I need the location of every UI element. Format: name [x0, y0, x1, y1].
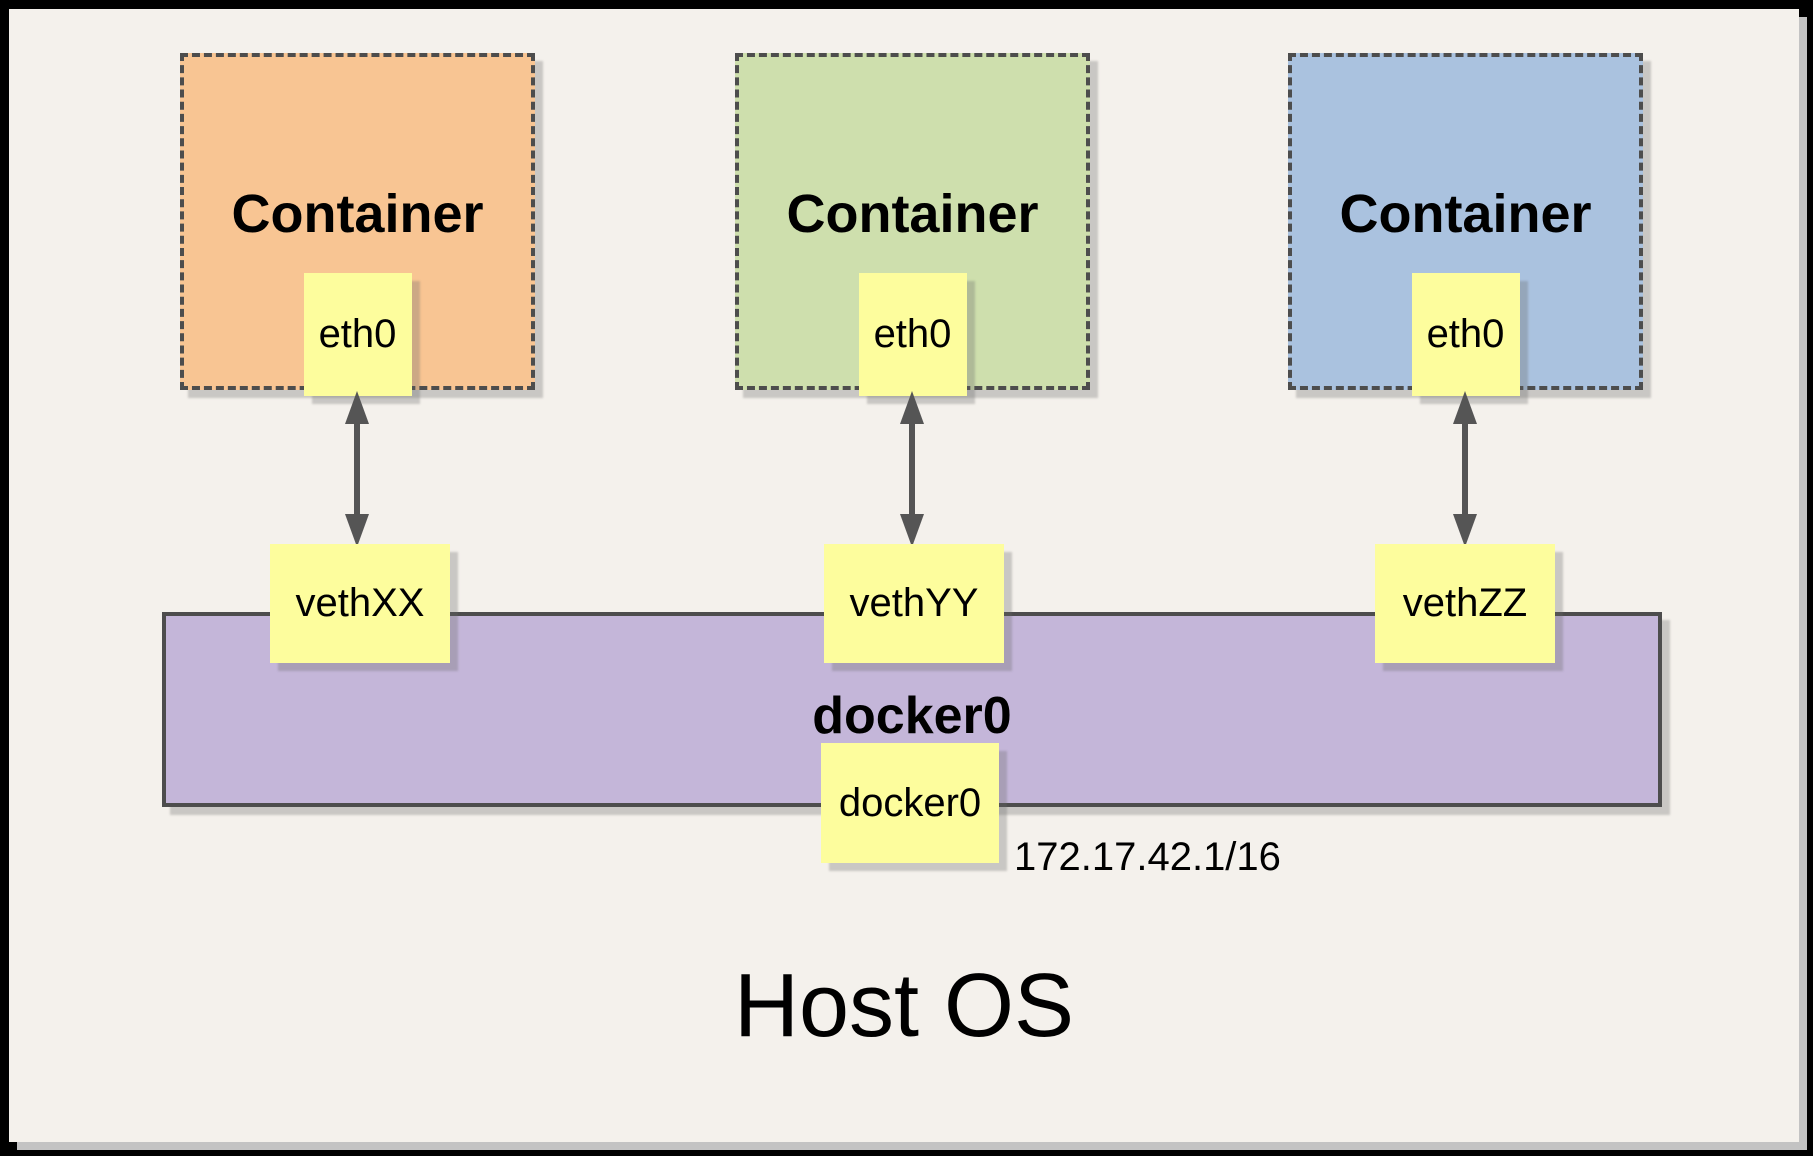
docker0-interface-label: docker0	[838, 780, 982, 825]
eth0-box-3: eth0	[1411, 273, 1520, 396]
eth0-label-2: eth0	[873, 312, 952, 356]
vethXX-label: vethXX	[295, 581, 425, 625]
host-os-box: Container eth0 Container eth0 Container …	[9, 9, 1799, 1142]
container-title-2: Container	[786, 184, 1039, 244]
bridge-ip-label: 172.17.42.1/16	[1014, 835, 1281, 879]
eth0-box-2: eth0	[858, 273, 967, 396]
container-title-1: Container	[231, 184, 484, 244]
eth0-label-1: eth0	[318, 312, 397, 356]
container-title-3: Container	[1339, 184, 1592, 244]
container-box-3: Container eth0	[1288, 53, 1643, 396]
vethZZ-box: vethZZ	[1375, 544, 1555, 663]
docker0-interface-box: docker0	[821, 743, 999, 863]
eth0-label-3: eth0	[1426, 312, 1505, 356]
vethYY-label: vethYY	[849, 581, 979, 625]
container-box-2: Container eth0	[735, 53, 1090, 396]
container-box-1: Container eth0	[180, 53, 535, 396]
vethYY-box: vethYY	[824, 544, 1004, 663]
docker0-bridge-title: docker0	[812, 687, 1012, 745]
vethXX-box: vethXX	[270, 544, 450, 663]
host-os-title: Host OS	[733, 956, 1075, 1056]
double-arrow-icon-1	[345, 391, 369, 547]
eth0-box-1: eth0	[303, 273, 412, 396]
double-arrow-icon-2	[900, 391, 924, 547]
vethZZ-label: vethZZ	[1402, 581, 1528, 625]
double-arrow-icon-3	[1453, 391, 1477, 547]
